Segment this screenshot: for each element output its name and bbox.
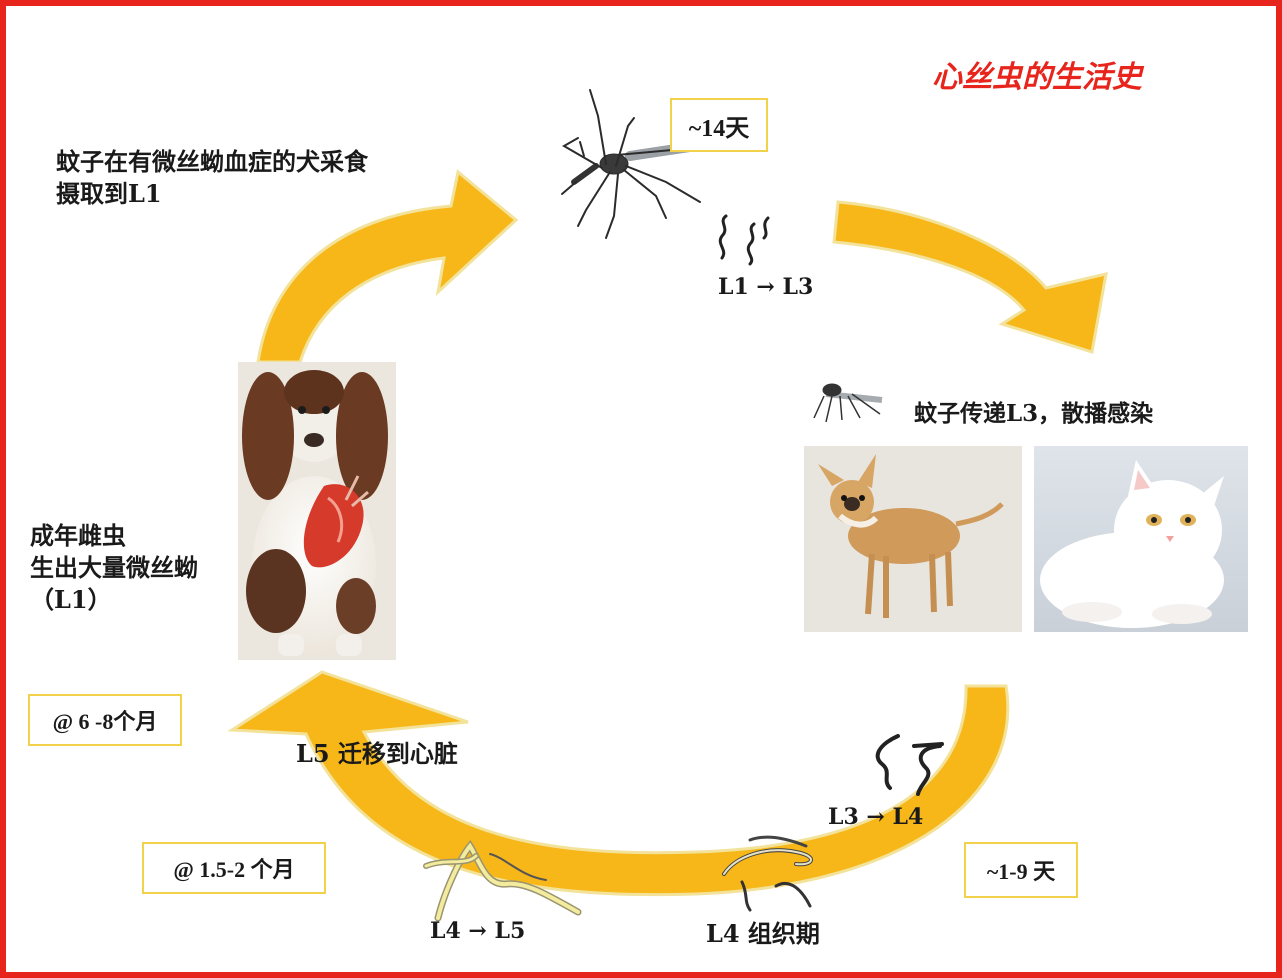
mosquito-feed-label: 蚊子在有微丝蚴血症的犬采食 摄取到L1 [56,146,368,210]
duration-14-days-text: ~14天 [688,115,750,142]
arrow-host-to-heart [227,670,1010,897]
small-mosquito-icon [813,383,883,423]
chihuahua-photo [804,446,1022,632]
arrow-mosquito-to-host [832,200,1108,354]
duration-box-1-9-days: ~1-9 天 [964,842,1078,898]
mosquito-feed-line1: 蚊子在有微丝蚴血症的犬采食 [56,147,368,176]
l4-tissue-label: L4 组织期 [706,919,820,948]
mosquito-feed-line2: 摄取到L1 [56,179,162,208]
l3-to-l4-label: L3 → L4 [828,804,924,830]
dog-photo [238,362,396,660]
adult-line1: 成年雌虫 [30,521,126,550]
duration-1-5-2-months-text: @ 1.5-2 个月 [173,857,295,882]
l1-to-l3-label: L1 → L3 [718,274,814,300]
adult-line2: 生出大量微丝蚴 [30,553,198,582]
larvae-l4-tissue-icon [722,835,813,912]
diagram-artwork [227,89,1248,922]
duration-6-8-months-text: @ 6 -8个月 [52,709,158,734]
duration-box-6-8-months: @ 6 -8个月 [28,694,182,746]
cat-photo [1034,446,1248,632]
diagram-title: 心丝虫的生活史 [932,60,1142,95]
duration-box-1-5-2-months: @ 1.5-2 个月 [142,842,326,894]
adult-line3: （L1） [30,585,112,614]
l5-migrate-label: L5 迁移到心脏 [296,739,458,768]
arrow-dog-to-mosquito [256,169,519,364]
adult-worm-label: 成年雌虫 生出大量微丝蚴 （L1） [30,520,198,616]
larvae-l1-icon [718,214,770,266]
duration-box-14-days: ~14天 [670,98,768,152]
l4-to-l5-label: L4 → L5 [430,918,526,944]
larvae-l5-icon [423,839,582,922]
larvae-l3-l4-icon [875,734,944,796]
duration-1-9-days-text: ~1-9 天 [986,859,1056,884]
mosquito-transmit-label: 蚊子传递L3，散播感染 [914,400,1154,427]
